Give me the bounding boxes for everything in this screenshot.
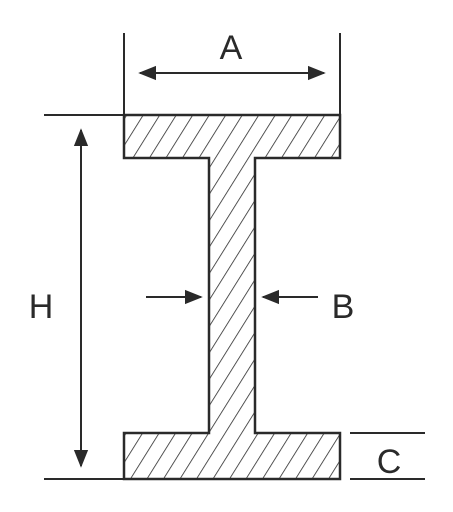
i-beam-section: [122, 113, 342, 481]
dimension-c: C: [350, 432, 425, 481]
dimension-a: A: [123, 29, 341, 115]
dimension-h-label: H: [29, 288, 54, 326]
dimension-a-label: A: [220, 29, 243, 67]
dimension-h: H: [29, 114, 124, 480]
dimension-b-label: B: [332, 288, 355, 326]
dimension-b: B: [146, 288, 354, 326]
dimension-c-label: C: [377, 443, 402, 481]
